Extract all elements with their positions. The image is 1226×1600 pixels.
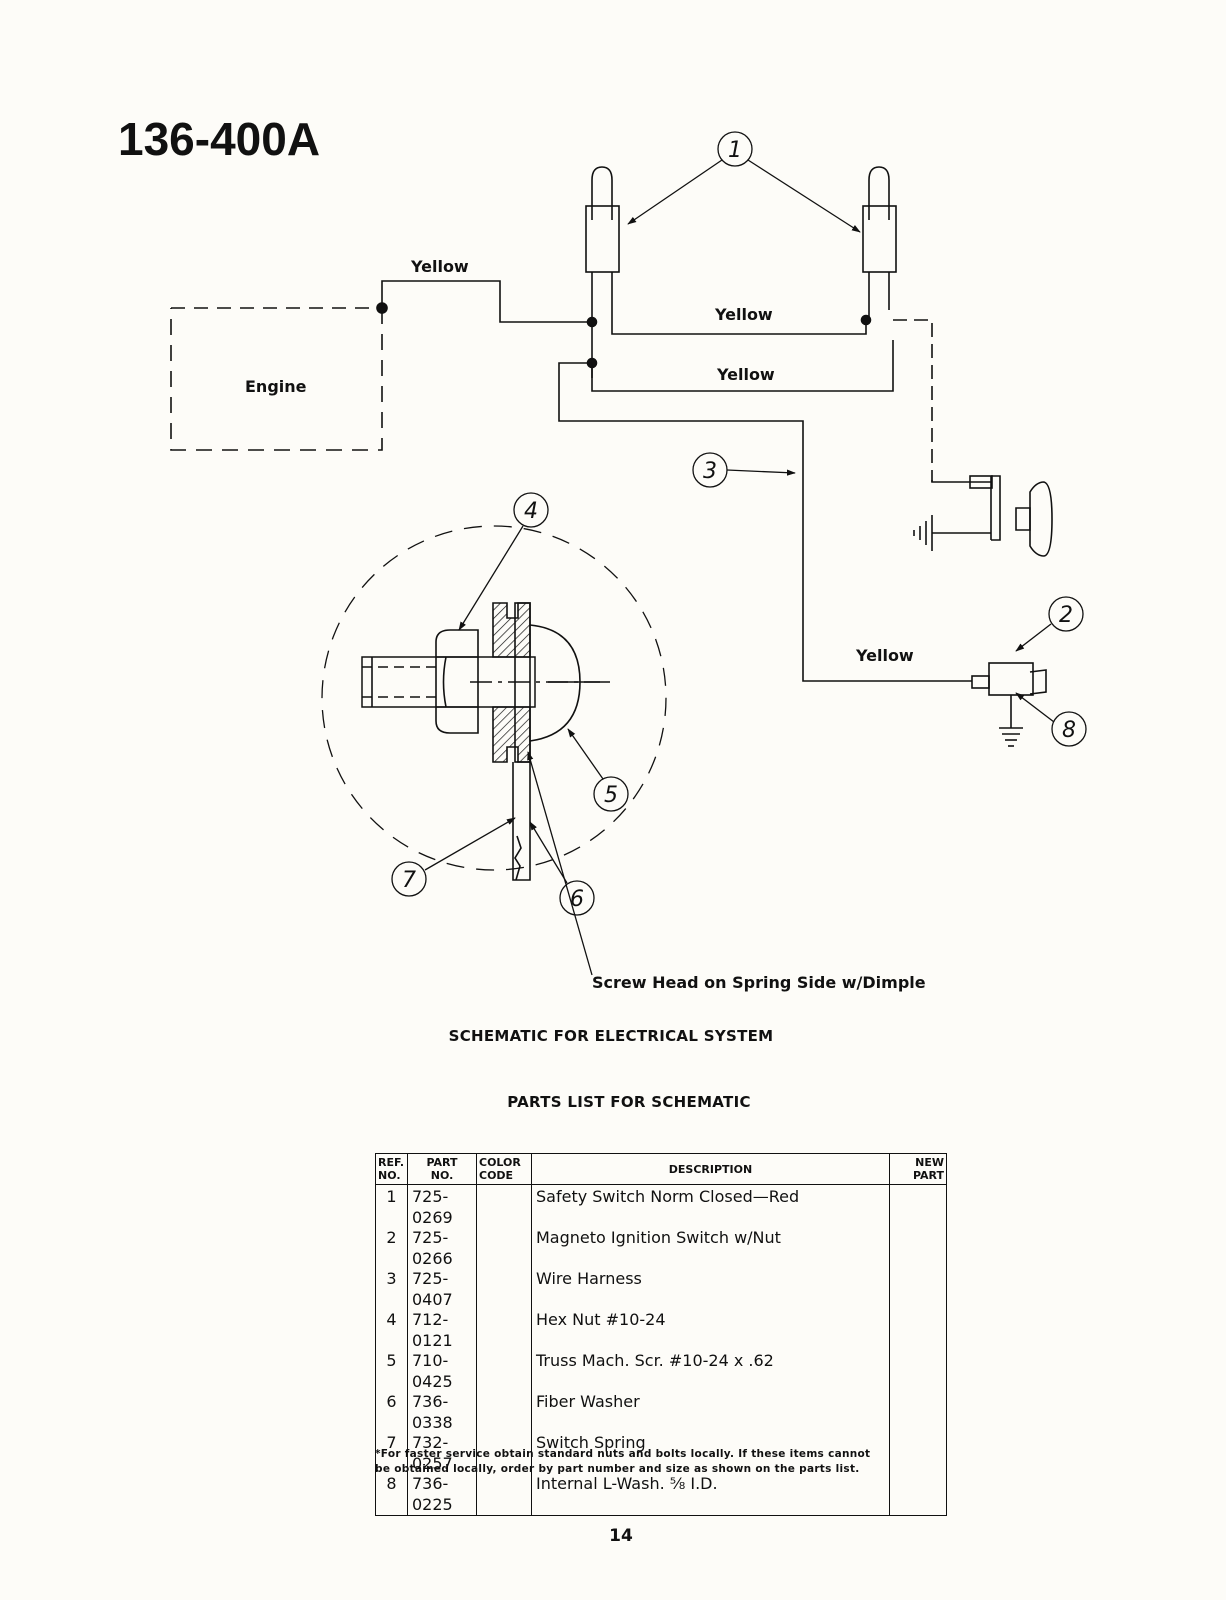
leader-arrows <box>424 159 1055 976</box>
wire-harness <box>381 280 991 682</box>
header-ref-no: REF.NO. <box>375 1153 408 1185</box>
new-part-cell <box>889 1433 947 1474</box>
new-part-cell <box>889 1228 947 1269</box>
part-number-cell: 725-0407 <box>407 1269 477 1310</box>
table-row: 3 725-0407 Wire Harness <box>375 1269 947 1310</box>
color-code-cell <box>476 1474 532 1516</box>
wire-label-lower: Yellow <box>716 365 775 384</box>
new-part-cell <box>889 1392 947 1433</box>
ref-cell: 6 <box>375 1392 408 1433</box>
description-cell: Internal L-Wash. ⅝ I.D. <box>531 1474 890 1516</box>
description-cell: Truss Mach. Scr. #10-24 x .62 <box>531 1351 890 1392</box>
part-number-cell: 736-0225 <box>407 1474 477 1516</box>
ref-cell: 4 <box>375 1310 408 1351</box>
header-description: DESCRIPTION <box>531 1153 890 1185</box>
callout-3: 3 <box>703 459 717 484</box>
callout-8: 8 <box>1062 718 1076 743</box>
color-code-cell <box>476 1269 532 1310</box>
model-number-title: 136-400A <box>118 113 321 165</box>
callout-5: 5 <box>604 783 618 808</box>
description-cell: Magneto Ignition Switch w/Nut <box>531 1228 890 1269</box>
ignition-terminal <box>932 475 1053 557</box>
magneto-ignition-switch <box>971 662 1047 728</box>
table-row: 2 725-0266 Magneto Ignition Switch w/Nut <box>375 1228 947 1269</box>
part-number-cell: 736-0338 <box>407 1392 477 1433</box>
table-row: 7 732-0257 Switch Spring <box>375 1433 947 1474</box>
table-row: 4 712-0121 Hex Nut #10-24 <box>375 1310 947 1351</box>
new-part-cell <box>889 1474 947 1516</box>
new-part-cell <box>889 1269 947 1310</box>
callout-circles <box>391 131 1087 916</box>
part-number-cell: 732-0257 <box>407 1433 477 1474</box>
callout-2: 2 <box>1059 603 1073 628</box>
description-cell: Hex Nut #10-24 <box>531 1310 890 1351</box>
table-row: 8 736-0225 Internal L-Wash. ⅝ I.D. <box>375 1474 947 1516</box>
description-cell: Safety Switch Norm Closed—Red <box>531 1184 890 1228</box>
part-number-cell: 712-0121 <box>407 1310 477 1351</box>
wire-label-top: Yellow <box>410 257 469 276</box>
color-code-cell <box>476 1392 532 1433</box>
color-code-cell <box>476 1228 532 1269</box>
engine-box <box>170 302 388 451</box>
hex-nut-shape <box>435 629 479 734</box>
safety-switch-left <box>585 166 620 284</box>
callout-7: 7 <box>402 868 416 893</box>
part-number-cell: 725-0266 <box>407 1228 477 1269</box>
parts-list-caption: PARTS LIST FOR SCHEMATIC <box>507 1093 751 1111</box>
ground-symbol-switch <box>999 727 1023 747</box>
table-row: 1 725-0269 Safety Switch Norm Closed—Red <box>375 1184 947 1228</box>
safety-switch-right <box>862 166 897 284</box>
part-number-cell: 725-0269 <box>407 1184 477 1228</box>
description-cell: Fiber Washer <box>531 1392 890 1433</box>
table-row: 6 736-0338 Fiber Washer <box>375 1392 947 1433</box>
ref-cell: 3 <box>375 1269 408 1310</box>
page-number: 14 <box>609 1526 633 1546</box>
description-cell: Wire Harness <box>531 1269 890 1310</box>
callout-6: 6 <box>570 887 584 912</box>
wire-label-magneto: Yellow <box>855 646 914 665</box>
color-code-cell <box>476 1184 532 1228</box>
ground-symbol-terminal <box>913 515 933 551</box>
detail-view <box>321 525 667 881</box>
part-number-cell: 710-0425 <box>407 1351 477 1392</box>
description-cell: Switch Spring <box>531 1433 890 1474</box>
color-code-cell <box>476 1351 532 1392</box>
screw-head-note: Screw Head on Spring Side w/Dimple <box>592 973 926 992</box>
schematic-caption: SCHEMATIC FOR ELECTRICAL SYSTEM <box>448 1027 774 1045</box>
wire-label-between-switches: Yellow <box>714 305 773 324</box>
callout-1: 1 <box>728 138 742 163</box>
ref-cell: 1 <box>375 1184 408 1228</box>
ref-cell: 8 <box>375 1474 408 1516</box>
color-code-cell <box>476 1310 532 1351</box>
new-part-cell <box>889 1351 947 1392</box>
engine-label: Engine <box>245 377 307 396</box>
new-part-cell <box>889 1184 947 1228</box>
new-part-cell <box>889 1310 947 1351</box>
ref-cell: 5 <box>375 1351 408 1392</box>
ref-cell: 7 <box>375 1433 408 1474</box>
table-row: 5 710-0425 Truss Mach. Scr. #10-24 x .62 <box>375 1351 947 1392</box>
footnote: *For faster service obtain standard nuts… <box>375 1448 871 1475</box>
ref-cell: 2 <box>375 1228 408 1269</box>
callout-4: 4 <box>524 499 538 524</box>
